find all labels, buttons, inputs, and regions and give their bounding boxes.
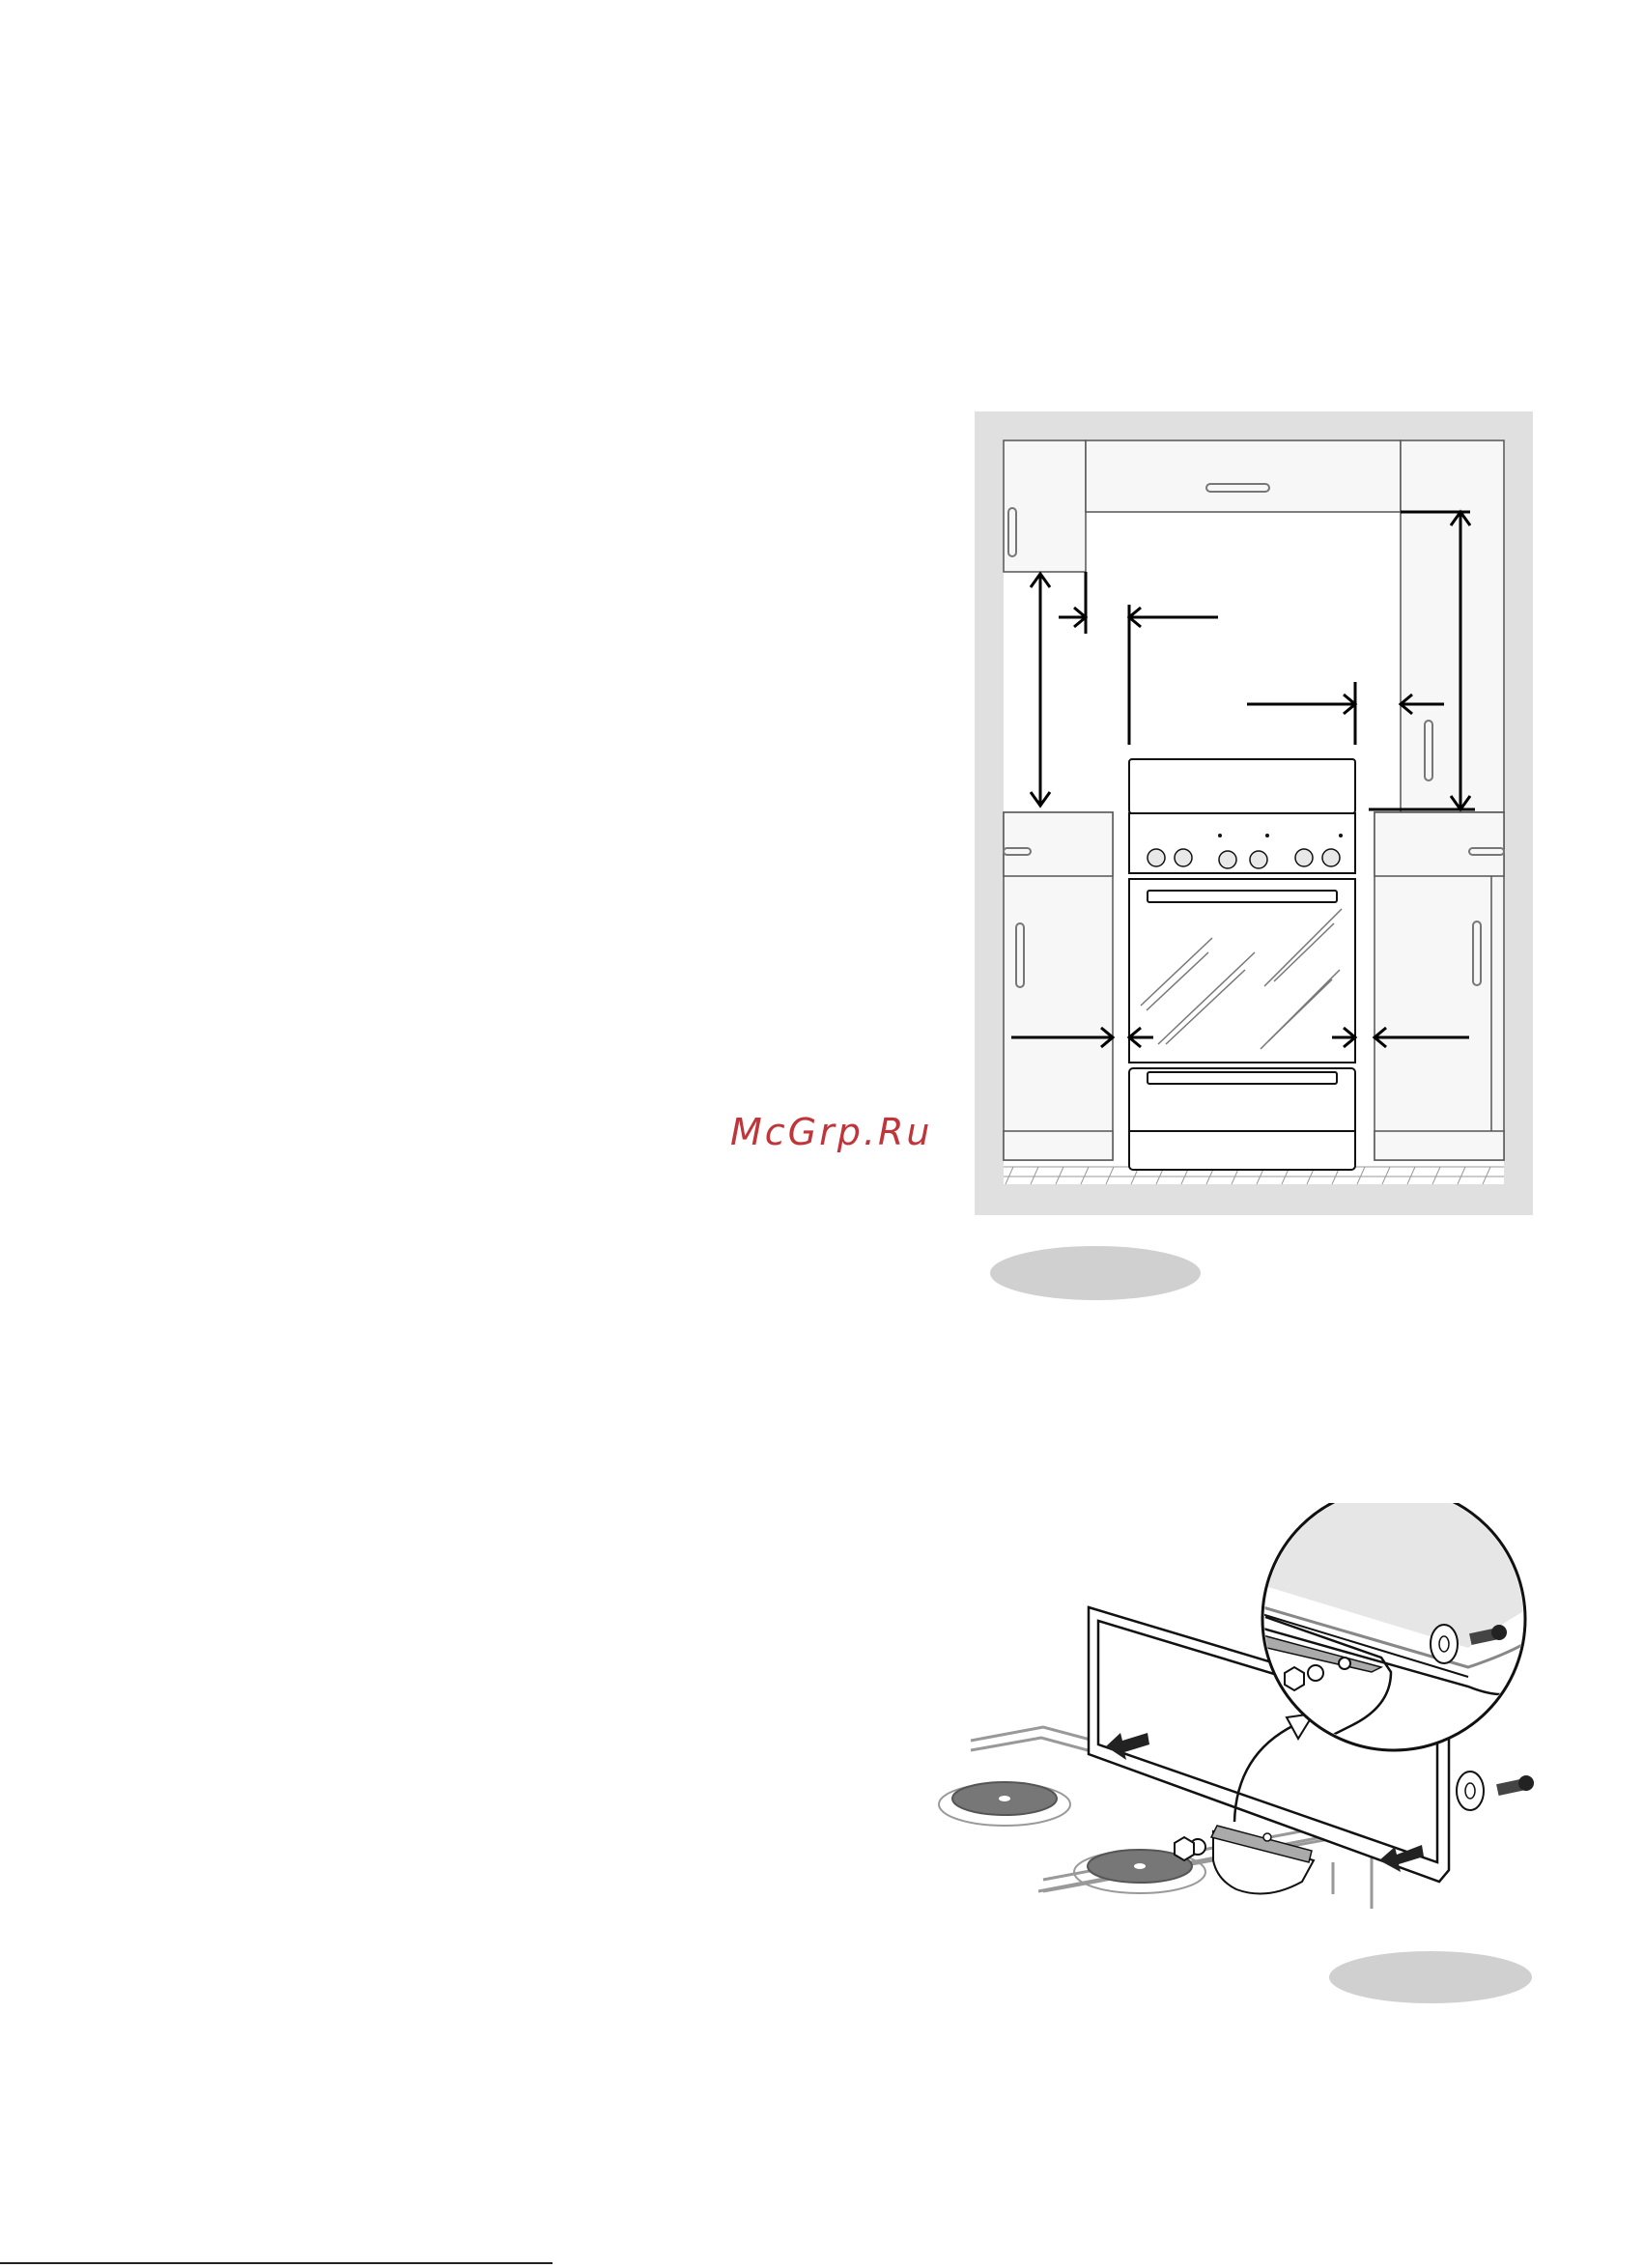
figure-label-oval bbox=[1329, 1951, 1532, 2003]
nut-icon bbox=[1175, 1837, 1194, 1860]
screw-icon bbox=[1457, 1772, 1534, 1810]
hotplate-icon bbox=[939, 1782, 1070, 1826]
figure-label-oval bbox=[990, 1246, 1201, 1300]
stability-bracket-diagram bbox=[927, 1503, 1545, 2005]
cabinet-clearance-diagram bbox=[975, 411, 1533, 1215]
footer-rule bbox=[0, 2262, 553, 2264]
watermark-text: McGrp.Ru bbox=[730, 1111, 933, 1159]
